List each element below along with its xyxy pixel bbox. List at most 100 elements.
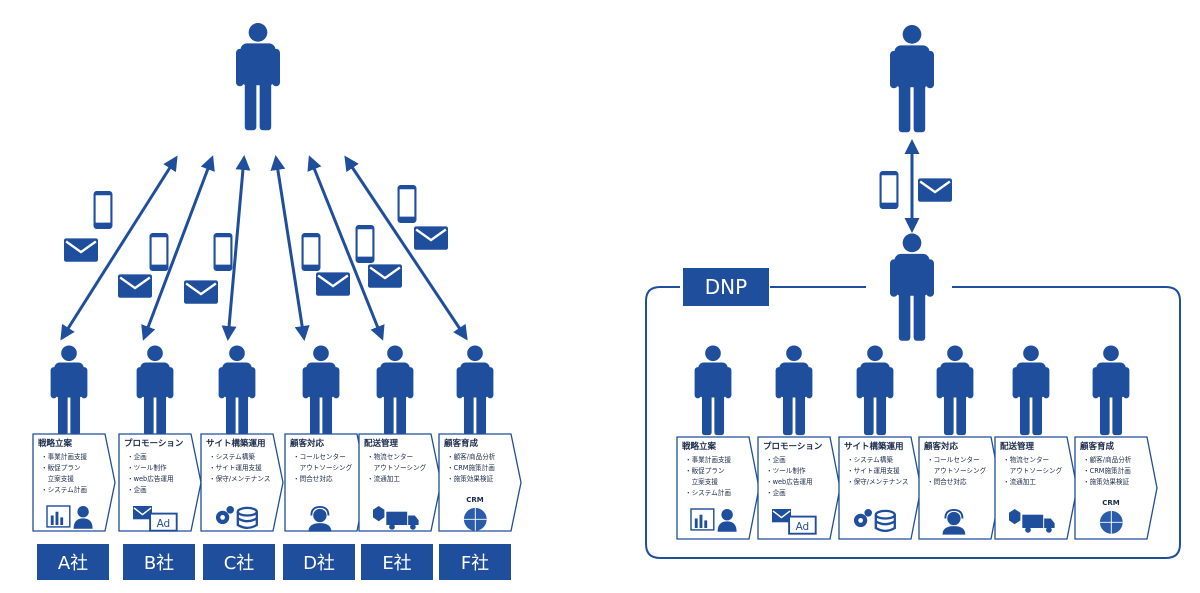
step-item: アウトソーシング: [293, 463, 353, 472]
truck-icon: [1009, 509, 1055, 533]
step-title: 顧客育成: [1080, 441, 1115, 452]
company-label: A社: [37, 544, 109, 580]
process-step: サイト構築運用・システム構築・サイト運用支援・保守/メンテナンス: [838, 436, 922, 540]
arrow-f: [344, 155, 468, 341]
dnp-label: DNP: [705, 275, 747, 299]
step-item: ・問合せ対応: [927, 477, 967, 486]
step-title: プロモーション: [763, 441, 823, 452]
staff-person-icon: [302, 345, 340, 436]
mail-icon: [918, 178, 952, 202]
step-item: ・販促プラン: [41, 463, 81, 472]
step-item: ・CRM施策計画: [1083, 466, 1131, 475]
staff-person-icon: [694, 345, 732, 436]
step-title: 顧客育成: [444, 438, 479, 449]
staff-person-icon: [775, 345, 813, 436]
step-item: アウトソーシング: [1003, 466, 1063, 475]
process-step: 顧客対応・コールセンター アウトソーシング・問合せ対応: [284, 433, 368, 532]
step-item: ・施策効果検証: [447, 474, 494, 483]
step-item: ・保守/メンテナンス: [847, 477, 908, 486]
step-title: 戦略立案: [38, 438, 73, 449]
step-item: ・企画: [766, 455, 786, 464]
staff-person-icon: [936, 345, 974, 436]
staff-person-icon: [136, 345, 174, 436]
mail-icon: [64, 238, 98, 262]
chart-person-icon: [690, 508, 737, 532]
svg-text:C社: C社: [224, 553, 255, 574]
gear-database-icon: [853, 509, 896, 532]
dnp-label-box: [683, 268, 769, 306]
step-item: ・サイト運用支援: [847, 466, 900, 475]
step-item: ・事業計画支援: [41, 452, 88, 461]
right-panel: DNP 戦略立案・事業計画支援・販促プラン 立案支援・システム計画プロモーション…: [645, 25, 1181, 559]
step-item: ・販促プラン: [685, 466, 725, 475]
company-label: C社: [203, 544, 275, 580]
svg-text:Ad: Ad: [157, 518, 171, 530]
step-item: ・web広告運用: [127, 474, 174, 483]
step-item: ・システム構築: [209, 452, 255, 461]
step-item: ・企画: [766, 488, 786, 497]
right-process-chevrons: 戦略立案・事業計画支援・販促プラン 立案支援・システム計画プロモーション・企画・…: [676, 436, 1158, 540]
svg-text:E社: E社: [382, 553, 411, 574]
process-step: 戦略立案・事業計画支援・販促プラン 立案支援・システム計画: [676, 436, 760, 540]
mail-icon: [316, 272, 350, 296]
process-step: サイト構築運用・システム構築・サイト運用支援・保守/メンテナンス: [200, 433, 284, 532]
phone-icon: [355, 225, 375, 263]
phone-icon: [879, 171, 899, 209]
gear-database-icon: [215, 506, 258, 529]
step-item: ・物流センター: [367, 452, 413, 461]
mail-icon: [184, 280, 218, 304]
process-step: 顧客対応・コールセンター アウトソーシング・問合せ対応: [918, 436, 1002, 540]
crm-icon: [463, 507, 487, 531]
process-step: 顧客育成・顧客/商品分析・CRM施策計画・施策効果検証 CRM: [438, 433, 522, 532]
step-item: ・問合せ対応: [293, 474, 333, 483]
company-label: B社: [123, 544, 195, 580]
staff-person-icon: [1092, 345, 1130, 436]
staff-person-icon: [1012, 345, 1050, 436]
step-item: ・顧客/商品分析: [447, 452, 496, 461]
right-team-people: [694, 345, 1130, 436]
step-item: ・システム計画: [41, 485, 87, 494]
arrow-c: [221, 155, 251, 341]
mail-ad-icon: Ad: [133, 506, 178, 532]
step-title: プロモーション: [124, 438, 184, 449]
step-item: ・ツール制作: [766, 466, 806, 475]
phone-icon: [301, 233, 321, 271]
mail-icon: [368, 264, 402, 288]
process-step: 配送管理・物流センター アウトソーシング・流通加工: [358, 433, 442, 532]
left-panel: 戦略立案・事業計画支援・販促プラン 立案支援・システム計画プロモーション・企画・…: [32, 23, 522, 580]
step-item: 立案支援: [685, 477, 718, 486]
company-labels: A社 B社 C社 D社 E社 F社: [37, 544, 511, 580]
staff-person-icon: [456, 345, 494, 436]
step-item: ・CRM施策計画: [447, 463, 495, 472]
staff-person-icon: [218, 345, 256, 436]
step-item: 立案支援: [41, 474, 74, 483]
left-process-chevrons: 戦略立案・事業計画支援・販促プラン 立案支援・システム計画プロモーション・企画・…: [32, 433, 522, 532]
step-item: ・システム計画: [685, 488, 731, 497]
mail-icon: [414, 226, 448, 250]
arrow-d: [270, 155, 310, 341]
left-company-people: [50, 345, 494, 436]
svg-text:D社: D社: [303, 553, 335, 574]
step-item: ・施策効果検証: [1083, 477, 1130, 486]
step-item: ・顧客/商品分析: [1083, 455, 1132, 464]
process-step: 戦略立案・事業計画支援・販促プラン 立案支援・システム計画: [32, 433, 116, 532]
step-title: 顧客対応: [290, 438, 325, 449]
phone-icon: [397, 185, 417, 223]
company-label: F社: [439, 544, 511, 580]
step-item: ・事業計画支援: [685, 455, 732, 464]
customer-person-icon: [890, 25, 934, 133]
step-item: ・サイト運用支援: [209, 463, 262, 472]
left-arrows: [60, 155, 468, 341]
step-item: ・流通加工: [1003, 477, 1036, 486]
staff-person-icon: [856, 345, 894, 436]
phone-icon: [149, 233, 169, 271]
arrow-b: [141, 155, 215, 341]
crm-badge: CRM: [466, 496, 484, 504]
step-item: ・システム構築: [847, 455, 893, 464]
step-item: アウトソーシング: [927, 466, 987, 475]
step-title: サイト構築運用: [206, 438, 266, 449]
step-item: ・保守/メンテナンス: [209, 474, 270, 483]
